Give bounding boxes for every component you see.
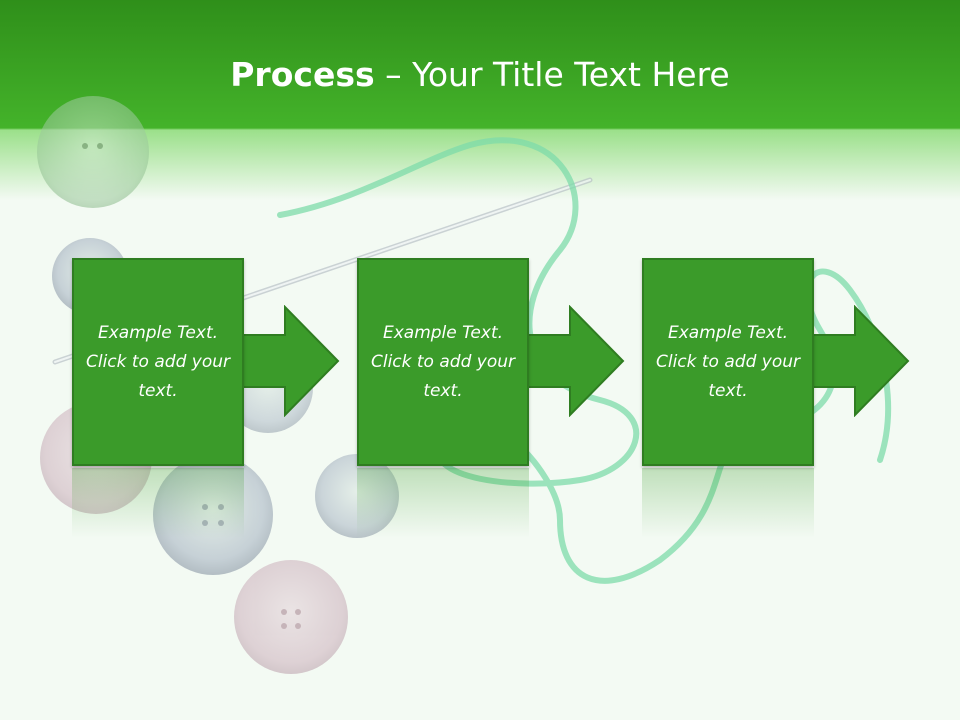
title-bold: Process (230, 55, 375, 94)
button-decor-6 (234, 560, 348, 674)
button-decor-4 (153, 455, 273, 575)
step-box-3[interactable]: Example Text. Click to add your text. (642, 258, 814, 466)
step-text-1: Example Text. Click to add your text. (85, 322, 230, 401)
button-decor-1 (37, 96, 149, 208)
title-rest: – Your Title Text Here (374, 55, 730, 94)
slide-title[interactable]: Process – Your Title Text Here (0, 54, 960, 96)
step-text-3: Example Text. Click to add your text. (655, 322, 800, 401)
step-arrow-2 (525, 305, 625, 417)
step-box-2[interactable]: Example Text. Click to add your text. (357, 258, 529, 466)
step-box-1[interactable]: Example Text. Click to add your text. (72, 258, 244, 466)
step-text-2: Example Text. Click to add your text. (370, 322, 515, 401)
step-reflection (72, 468, 244, 538)
button-decor-5 (315, 454, 399, 538)
step-arrow-1 (240, 305, 340, 417)
step-arrow-3 (810, 305, 910, 417)
step-reflection (357, 468, 529, 538)
step-reflection (642, 468, 814, 538)
title-bar: Process – Your Title Text Here (0, 0, 960, 130)
